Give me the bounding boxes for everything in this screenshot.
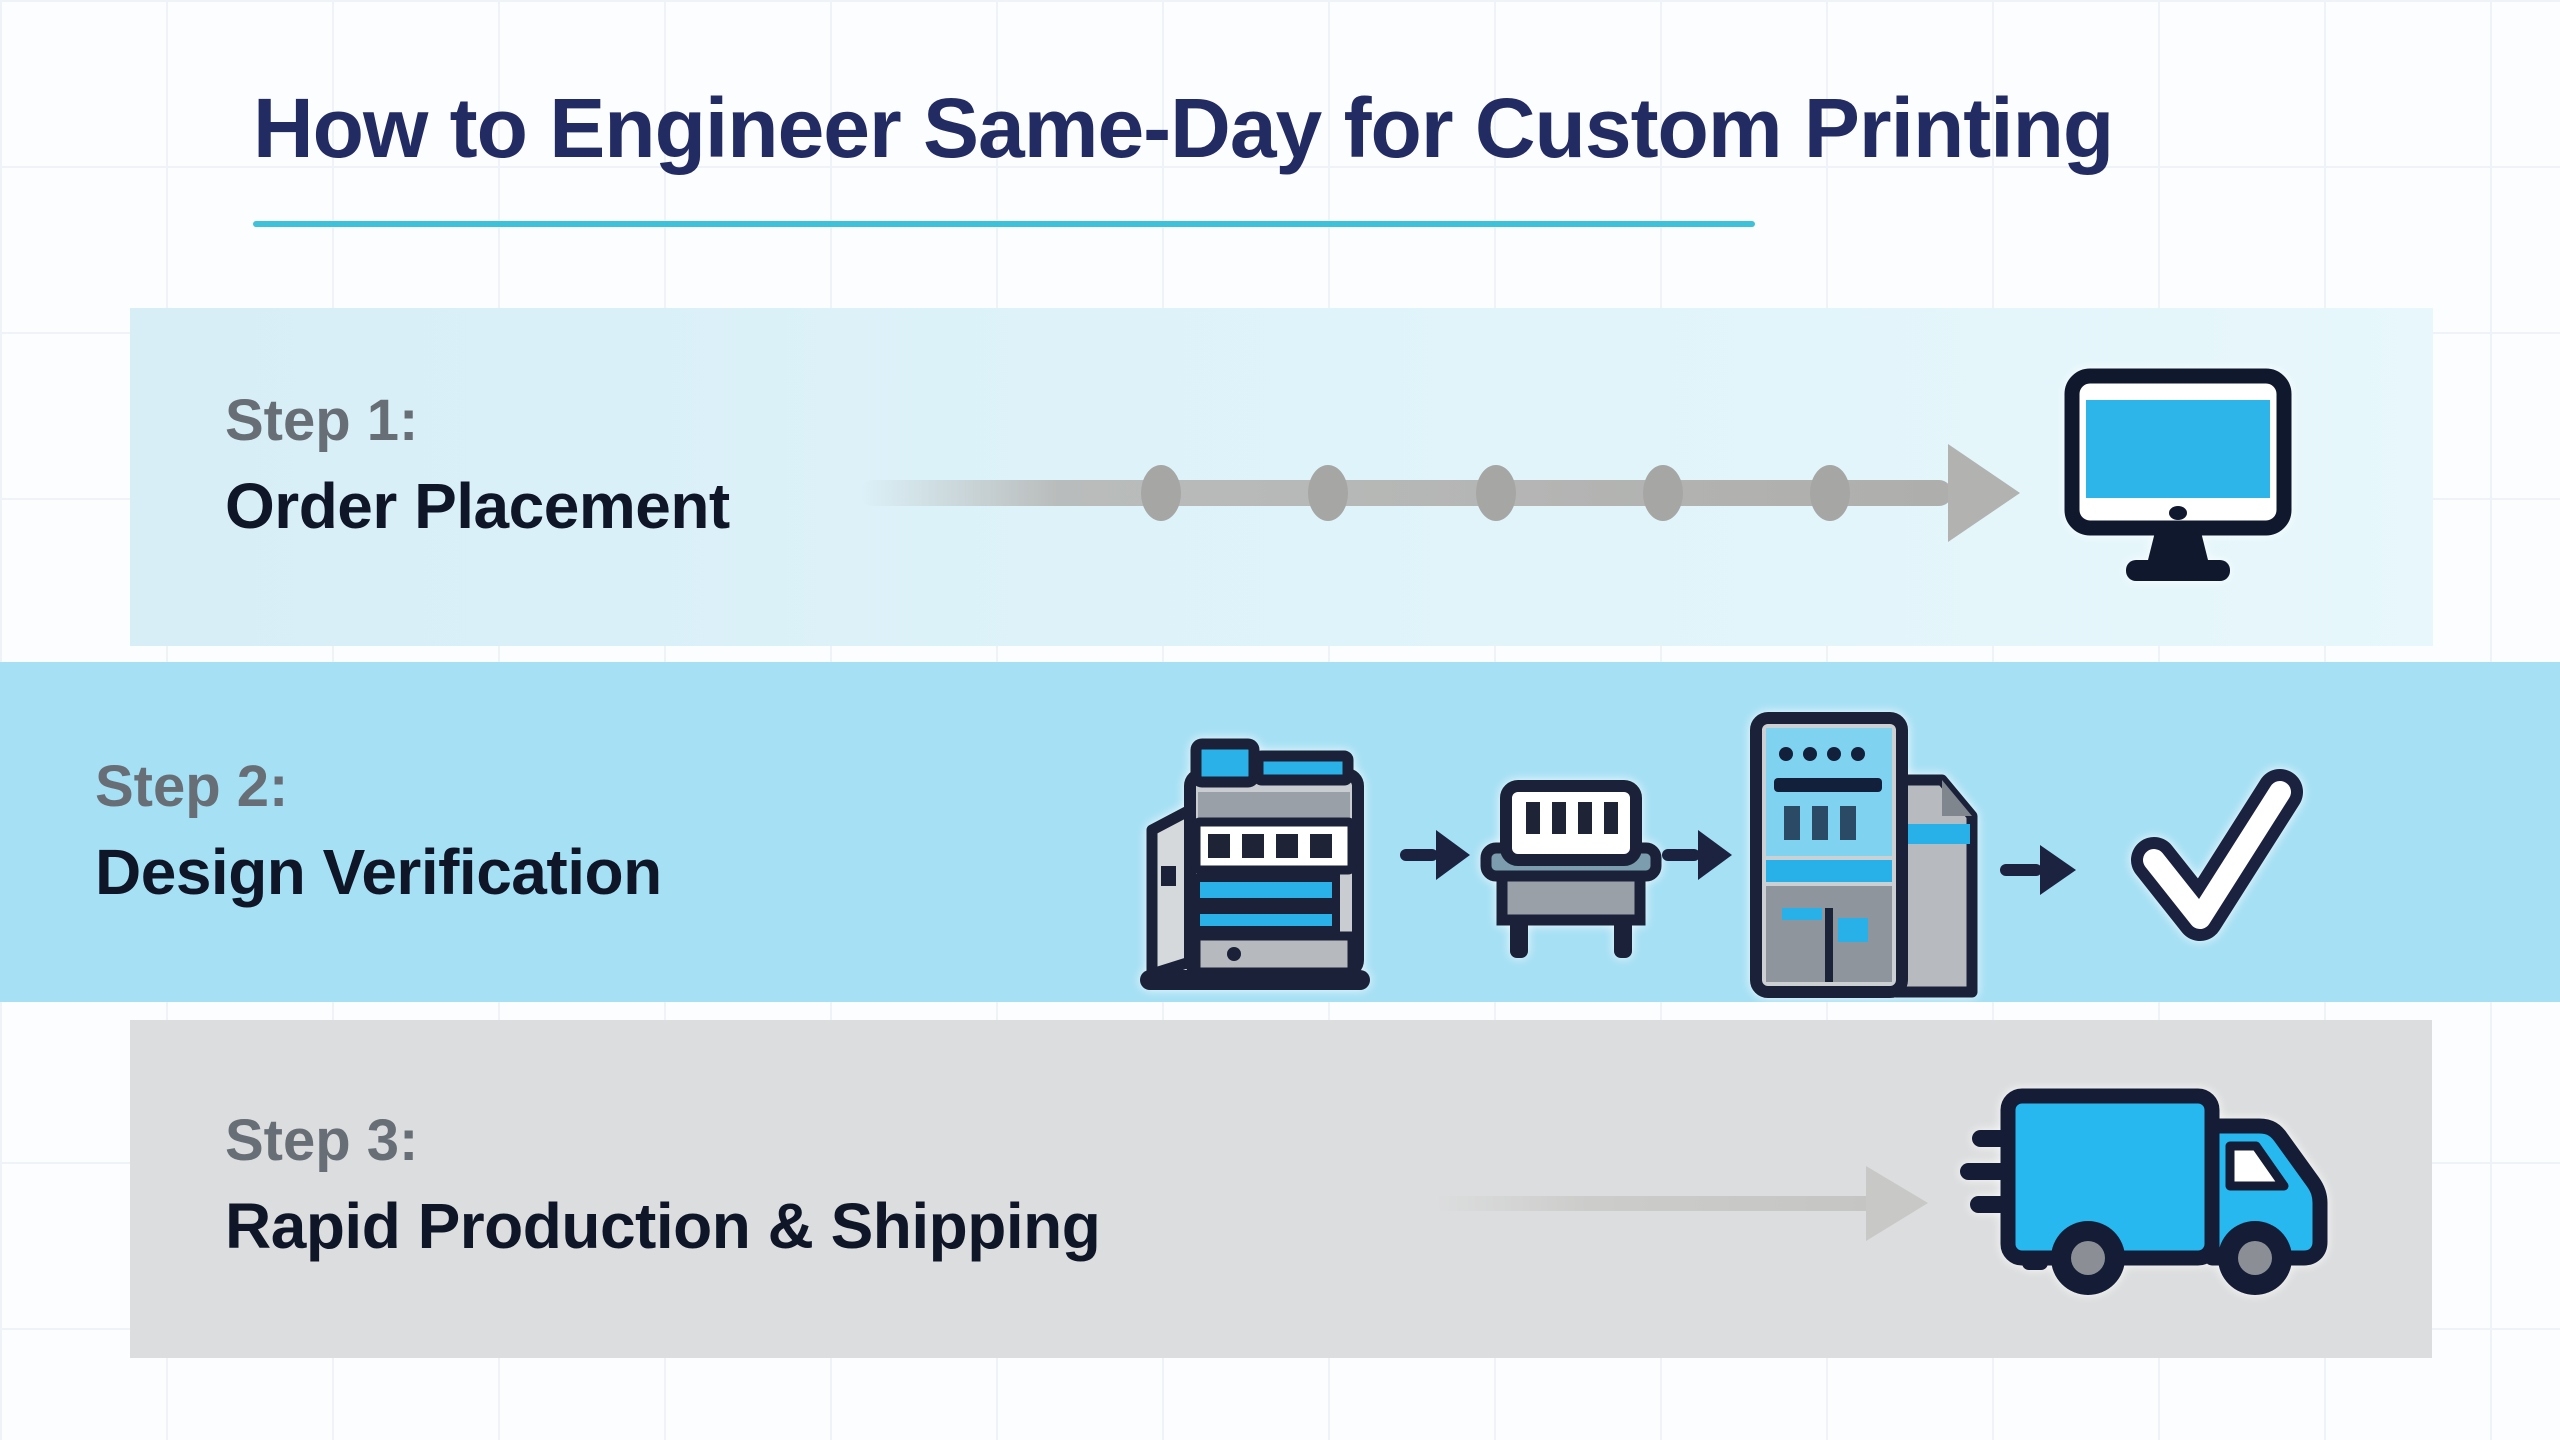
printer-indicator-dot (1851, 747, 1865, 761)
press-slot (1578, 802, 1592, 834)
desktop-monitor-icon (2064, 368, 2292, 581)
flow-arrow-head (1436, 830, 1470, 880)
copier-base (1140, 970, 1370, 990)
shipping-arrow-head (1866, 1166, 1928, 1241)
copier-button (1208, 834, 1230, 858)
step-1-label: Step 1: (225, 388, 419, 453)
printer-level-bar (1840, 806, 1856, 840)
printer-indicator-dot (1827, 747, 1841, 761)
checkmark-fill (2143, 781, 2291, 929)
press-slot (1552, 802, 1566, 834)
copier-drawer-knob (1227, 947, 1241, 961)
flow-arrow-icon (2000, 845, 2076, 895)
timeline-dot (1643, 465, 1683, 521)
shipping-arrow-icon (1436, 1166, 1928, 1241)
timeline-shaft (860, 480, 1952, 506)
copier-button (1310, 834, 1332, 858)
copier-cyan-tray (1192, 874, 1340, 906)
flow-arrow-icon (1662, 830, 1732, 880)
timeline-dot (1810, 465, 1850, 521)
timeline-dot (1141, 465, 1181, 521)
monitor-stand-base (2126, 560, 2230, 581)
printer-door-handle (1838, 918, 1868, 942)
printer-door-handle (1782, 908, 1822, 920)
copier-top-tab (1190, 738, 1260, 788)
step-3-label: Step 3: (225, 1108, 419, 1173)
step-1-title: Order Placement (225, 470, 730, 542)
step-2-title: Design Verification (95, 836, 662, 908)
printer-indicator-dot (1779, 747, 1793, 761)
printer-door-divider (1825, 908, 1833, 982)
step-1-text: Step 1: Order Placement (225, 388, 730, 542)
shipping-arrow-shaft (1436, 1196, 1868, 1211)
truck-wheel-hub (2238, 1241, 2272, 1275)
truck-step (2022, 1254, 2048, 1270)
step-2-text: Step 2: Design Verification (95, 754, 662, 908)
flatbed-press-icon (1480, 780, 1662, 958)
copier-button (1242, 834, 1264, 858)
timeline-dot (1308, 465, 1348, 521)
flow-arrow-shaft (1400, 849, 1438, 861)
truck-window (2225, 1141, 2289, 1191)
copier-side-slot (1161, 866, 1176, 886)
monitor-camera-dot (2169, 506, 2187, 520)
flow-arrow-head (1698, 830, 1732, 880)
printer-display-bar (1774, 778, 1882, 792)
printer-level-bar (1812, 806, 1828, 840)
copier-gray-band (1198, 792, 1350, 818)
production-printer-icon (1750, 712, 1978, 998)
printer-document-stripe (1898, 824, 1970, 844)
copier-cyan-tray (1192, 906, 1340, 934)
copier-button (1276, 834, 1298, 858)
flow-arrow-shaft (1662, 849, 1700, 861)
press-slot (1604, 802, 1618, 834)
flow-arrow-shaft (2000, 864, 2042, 876)
copier-printer-icon (1140, 738, 1370, 990)
timeline-arrow-icon (860, 444, 2020, 542)
monitor-stand-neck (2147, 528, 2209, 564)
timeline-dot (1476, 465, 1516, 521)
printer-cyan-stripe (1766, 860, 1892, 882)
printer-indicator-dot (1803, 747, 1817, 761)
printer-document-fold (1942, 780, 1972, 816)
printer-level-bar (1784, 806, 1800, 840)
flow-arrow-icon (1400, 830, 1470, 880)
step-3-title: Rapid Production & Shipping (225, 1190, 1101, 1262)
truck-wheel-hub (2071, 1241, 2105, 1275)
monitor-screen (2086, 400, 2270, 498)
flow-arrow-head (2040, 845, 2076, 895)
title-underline (253, 221, 1755, 227)
copier-top-bar (1252, 750, 1354, 786)
copier-drawer (1191, 931, 1357, 977)
delivery-truck-icon (1960, 1088, 2328, 1295)
step-2-label: Step 2: (95, 754, 289, 819)
press-slot (1526, 802, 1540, 834)
step-3-text: Step 3: Rapid Production & Shipping (225, 1108, 1101, 1262)
checkmark-icon (2131, 769, 2303, 941)
step-1-band: Step 1: Order Placement (130, 308, 2433, 646)
page-title: How to Engineer Same-Day for Custom Prin… (253, 81, 2114, 175)
timeline-arrowhead (1948, 444, 2020, 542)
